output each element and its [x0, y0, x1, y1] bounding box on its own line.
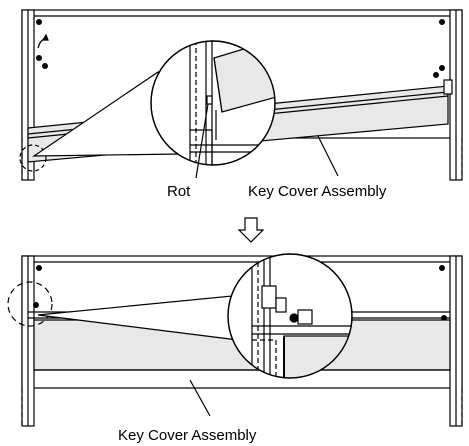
pivot-marker [7, 281, 53, 327]
screw [35, 54, 42, 61]
screw [32, 302, 39, 309]
screw [439, 19, 446, 26]
pivot-marker [19, 144, 47, 172]
screw [439, 265, 446, 272]
assembly-leader-top [317, 135, 339, 177]
down-arrow-icon [237, 217, 265, 243]
rot-leader [195, 103, 209, 179]
label-rot: Rot [167, 183, 191, 200]
label-key-cover-assembly-top: Key Cover Assembly [248, 183, 387, 200]
screw [41, 62, 48, 69]
screw [35, 265, 42, 272]
screw [439, 64, 446, 71]
screw [433, 71, 440, 78]
bottom-panel [7, 253, 463, 427]
screw [35, 19, 42, 26]
label-key-cover-assembly-bottom: Key Cover Assembly [118, 427, 257, 444]
top-panel [19, 9, 463, 181]
assembly-leader-bottom [189, 379, 211, 417]
